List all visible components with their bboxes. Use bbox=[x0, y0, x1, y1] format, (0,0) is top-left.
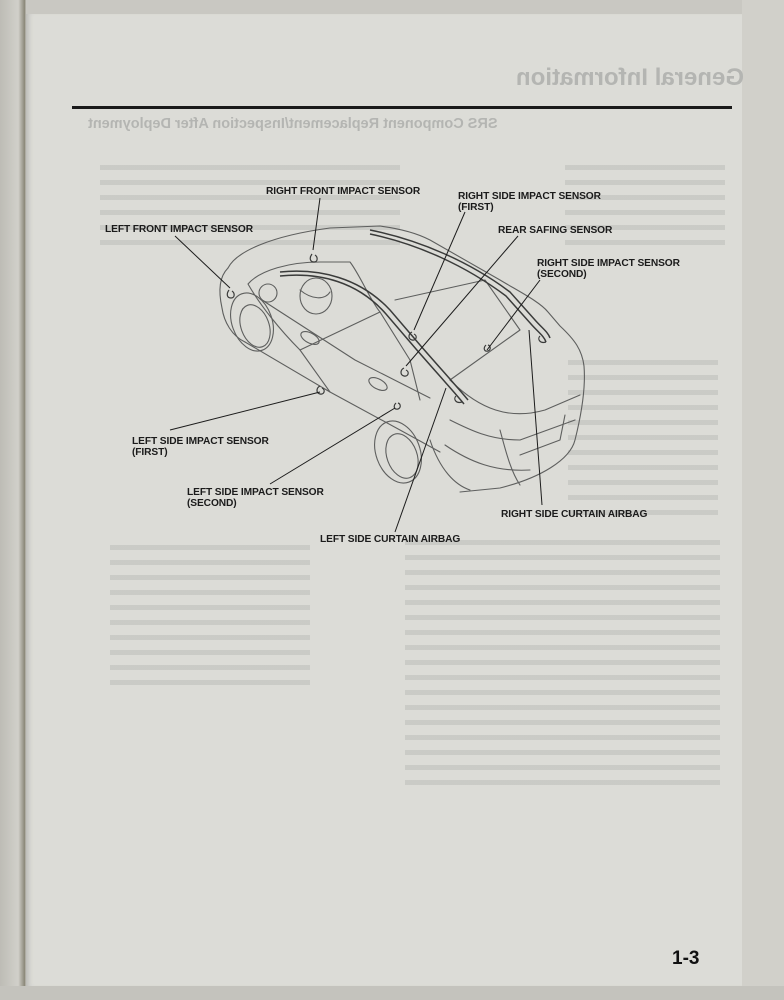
show-through-column-mid bbox=[405, 540, 720, 790]
label-left-side-curtain-airbag: LEFT SIDE CURTAIN AIRBAG bbox=[320, 534, 461, 545]
label-right-side-impact-sensor-second: RIGHT SIDE IMPACT SENSOR (SECOND) bbox=[537, 258, 680, 280]
label-rear-safing-sensor: REAR SAFING SENSOR bbox=[498, 225, 613, 236]
label-line-1: RIGHT SIDE IMPACT SENSOR bbox=[458, 191, 601, 202]
label-left-side-impact-sensor-first: LEFT SIDE IMPACT SENSOR (FIRST) bbox=[132, 436, 269, 458]
leader-lines bbox=[169, 197, 543, 533]
manual-page bbox=[26, 14, 742, 986]
show-through-column-upper-right bbox=[565, 165, 725, 255]
page-number: 1-3 bbox=[672, 948, 700, 969]
page-bottom-edge bbox=[0, 986, 784, 1000]
leader-left-front-impact-sensor bbox=[174, 235, 231, 289]
binding-edge bbox=[0, 0, 26, 1000]
label-line-1: LEFT SIDE IMPACT SENSOR bbox=[132, 436, 269, 447]
label-right-side-impact-sensor-first: RIGHT SIDE IMPACT SENSOR (FIRST) bbox=[458, 191, 601, 213]
right-front-impact-sensor-icon bbox=[309, 253, 318, 263]
right-side-impact-sensor-second-icon bbox=[483, 344, 491, 352]
next-page-edge bbox=[742, 0, 784, 1000]
show-through-column-right bbox=[110, 545, 310, 695]
leader-right-side-curtain-airbag bbox=[528, 329, 543, 506]
leader-left-side-impact-sensor-second bbox=[269, 407, 396, 485]
label-right-front-impact-sensor: RIGHT FRONT IMPACT SENSOR bbox=[266, 186, 421, 197]
left-side-impact-sensor-second-icon bbox=[393, 402, 401, 410]
label-line-2: (SECOND) bbox=[537, 269, 587, 280]
label-right-side-curtain-airbag: RIGHT SIDE CURTAIN AIRBAG bbox=[501, 509, 648, 520]
right-side-impact-sensor-first-icon bbox=[408, 331, 417, 341]
label-line-2: (SECOND) bbox=[187, 498, 237, 509]
label-line-2: (FIRST) bbox=[458, 202, 494, 213]
rear-safing-sensor-icon bbox=[400, 367, 409, 377]
leader-right-side-impact-sensor-first bbox=[413, 211, 466, 331]
leader-right-side-impact-sensor-second bbox=[486, 279, 541, 351]
leader-rear-safing-sensor bbox=[405, 235, 519, 367]
leader-right-front-impact-sensor bbox=[312, 197, 321, 251]
label-line-2: (FIRST) bbox=[132, 447, 168, 458]
left-side-impact-sensor-first-icon bbox=[316, 385, 325, 395]
leader-left-side-impact-sensor-first bbox=[169, 391, 321, 431]
car-outline bbox=[219, 225, 585, 493]
left-front-impact-sensor-icon bbox=[226, 289, 235, 299]
show-through-column-list bbox=[568, 360, 718, 520]
show-through-column-left bbox=[100, 165, 400, 255]
label-left-front-impact-sensor: LEFT FRONT IMPACT SENSOR bbox=[105, 224, 253, 235]
label-left-side-impact-sensor-second: LEFT SIDE IMPACT SENSOR (SECOND) bbox=[187, 487, 324, 509]
curtain-airbag-rails bbox=[279, 229, 551, 405]
label-line-1: RIGHT SIDE IMPACT SENSOR bbox=[537, 258, 680, 269]
header-rule bbox=[72, 106, 732, 109]
leader-left-side-curtain-airbag bbox=[394, 387, 447, 533]
label-line-1: LEFT SIDE IMPACT SENSOR bbox=[187, 487, 324, 498]
